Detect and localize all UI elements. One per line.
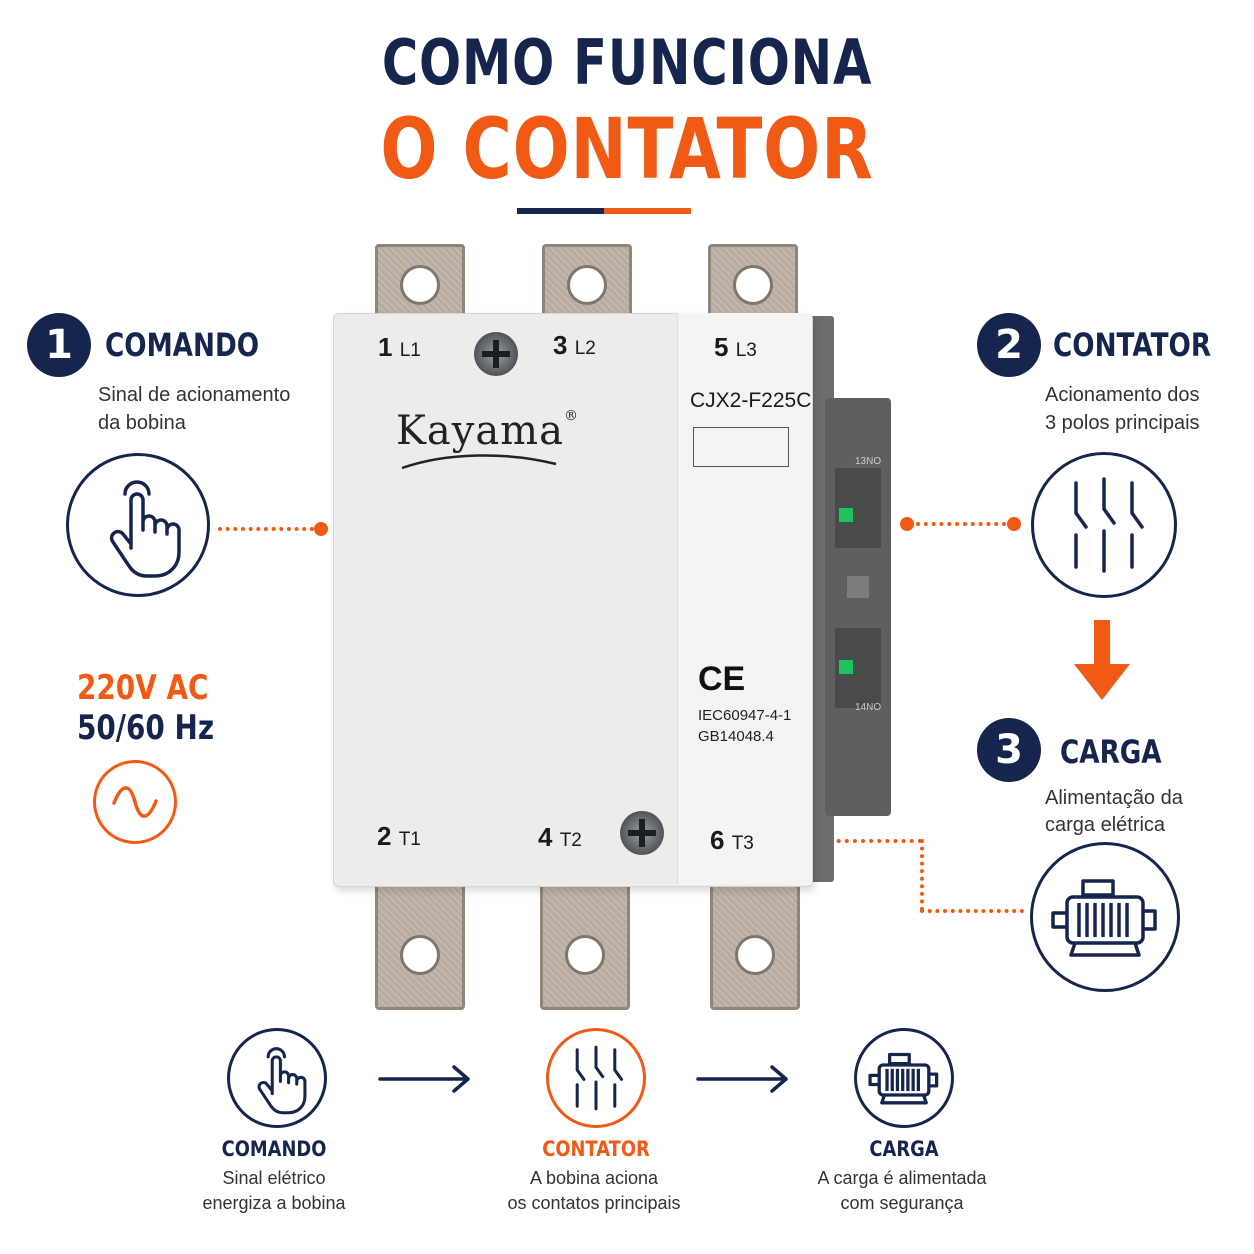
cert-iec: IEC60947-4-1 xyxy=(698,707,792,724)
supply-frequency: 50/60 Hz xyxy=(77,708,215,748)
brand-swoosh xyxy=(401,454,557,470)
flow-contator-desc-line1: A bobina aciona xyxy=(529,1168,659,1188)
aux-bottom-label: 14NO xyxy=(855,702,882,713)
terminal-bottom-6 xyxy=(710,876,800,1010)
step-3-connector-h1 xyxy=(796,839,922,843)
step-2-badge: 2 xyxy=(977,313,1041,377)
flow-carga-desc-line1: A carga é alimentada xyxy=(817,1168,987,1188)
flow-comando-desc-line1: Sinal elétrico xyxy=(222,1168,326,1188)
terminal-label-3-l2: 3 L2 xyxy=(553,330,596,360)
bottom-screw xyxy=(620,811,664,855)
brand-logo: Kayama® xyxy=(396,408,579,454)
terminal-top-1 xyxy=(375,244,465,324)
flow-contator-desc-line2: os contatos principais xyxy=(507,1193,681,1213)
step-3-title: CARGA xyxy=(1060,733,1162,771)
title-underline-orange xyxy=(604,208,691,214)
step-2-desc-line2: 3 polos principais xyxy=(1045,412,1200,434)
terminal-top-5 xyxy=(708,244,798,324)
flow-contator-switch-icon xyxy=(546,1028,646,1128)
step-2-connector-dot xyxy=(900,517,914,531)
terminal-label-4-t2: 4 T2 xyxy=(538,822,582,852)
sine-wave-icon xyxy=(93,760,177,844)
model-number: CJX2-F225C xyxy=(690,389,812,412)
auxiliary-contact-block: 13NO 14NO xyxy=(825,398,891,816)
step-1-desc-line2: da bobina xyxy=(98,412,186,434)
step-1-title: COMANDO xyxy=(105,326,260,364)
page-title-line1: COMO FUNCIONA xyxy=(381,26,873,99)
step-3-badge: 3 xyxy=(977,718,1041,782)
step-3-desc-line2: carga elétrica xyxy=(1045,814,1166,836)
flow-carga-title: CARGA xyxy=(869,1137,939,1161)
terminal-label-1-l1: 1 L1 xyxy=(378,332,421,362)
step-1-desc-line1: Sinal de acionamento xyxy=(98,384,291,406)
terminal-bottom-2 xyxy=(375,876,465,1010)
hand-pointer-icon xyxy=(66,453,210,597)
step-2-connector xyxy=(916,522,1014,526)
terminal-label-2-t1: 2 T1 xyxy=(377,821,421,851)
step-3-connector-v xyxy=(920,839,924,911)
cert-gb: GB14048.4 xyxy=(698,728,774,745)
supply-voltage: 220V AC xyxy=(77,668,209,708)
flow-arrow-2-icon xyxy=(696,1065,788,1093)
flow-comando-desc-line2: energiza a bobina xyxy=(202,1193,346,1213)
terminal-bottom-4 xyxy=(540,876,630,1010)
flow-comando-title: COMANDO xyxy=(221,1137,327,1161)
top-screw xyxy=(474,332,518,376)
terminal-top-3 xyxy=(542,244,632,324)
contactor-right-panel xyxy=(677,313,812,885)
step-1-badge: 1 xyxy=(27,313,91,377)
step-2-connector-end-dot xyxy=(1007,517,1021,531)
terminal-label-6-t3: 6 T3 xyxy=(710,825,754,855)
step-3-desc-line1: Alimentação da xyxy=(1045,787,1183,809)
aux-top-label: 13NO xyxy=(855,456,882,467)
flow-carga-motor-icon xyxy=(854,1028,954,1128)
down-arrow-icon xyxy=(1074,620,1130,700)
step-1-connector-dot xyxy=(314,522,328,536)
title-underline-navy xyxy=(517,208,604,214)
terminal-label-5-l3: 5 L3 xyxy=(714,332,757,362)
ce-mark: CE xyxy=(698,660,746,698)
switch-poles-icon xyxy=(1031,452,1177,598)
flow-comando-hand-icon xyxy=(227,1028,327,1128)
flow-contator-title: CONTATOR xyxy=(542,1137,650,1161)
step-2-title: CONTATOR xyxy=(1053,326,1212,364)
step-2-desc-line1: Acionamento dos xyxy=(1045,384,1200,406)
flow-arrow-1-icon xyxy=(378,1065,470,1093)
page-title-line2: O CONTATOR xyxy=(380,100,874,198)
step-1-connector xyxy=(218,527,314,531)
label-window xyxy=(693,427,789,467)
step-3-connector-h2 xyxy=(920,909,1024,913)
flow-carga-desc-line2: com segurança xyxy=(840,1193,964,1213)
motor-icon xyxy=(1030,842,1180,992)
